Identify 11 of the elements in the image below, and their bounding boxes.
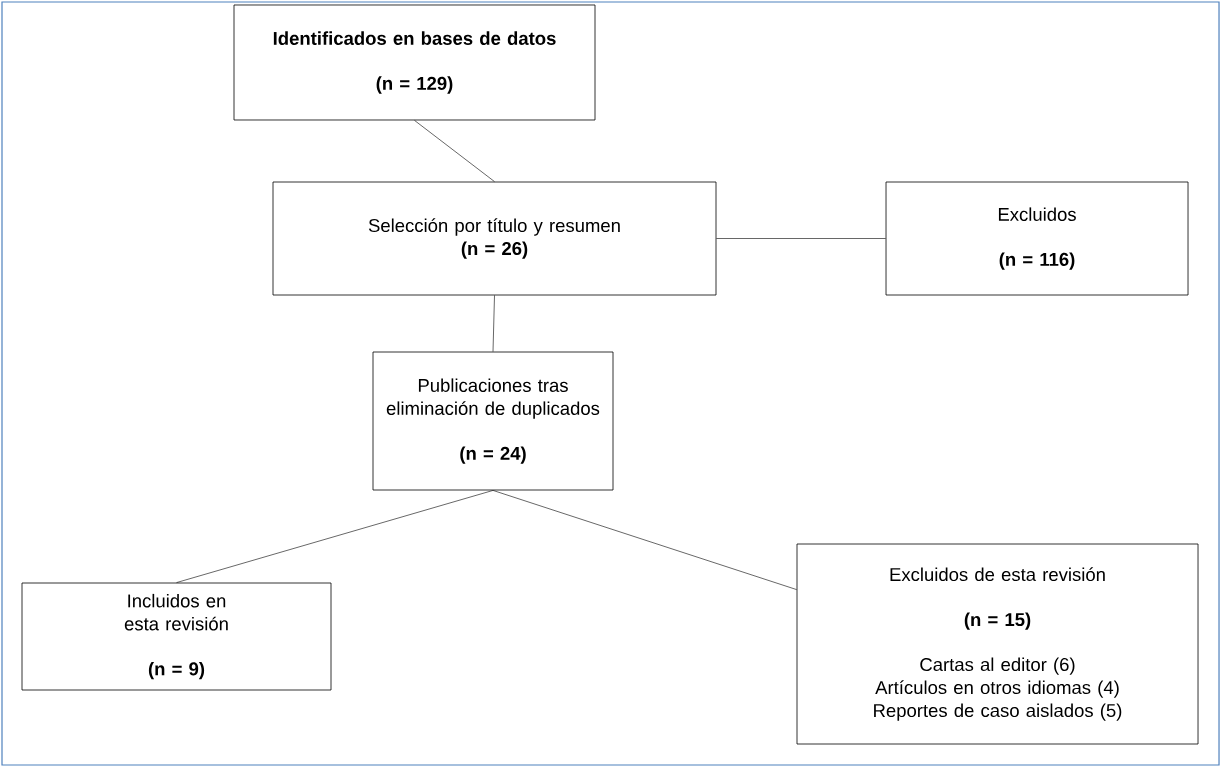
connector-line (492, 295, 495, 352)
flow-box: Identificados en bases de datos (n = 129) (233, 4, 596, 121)
flow-box: Selección por título y resumen (n = 26) (272, 181, 717, 296)
flow-box: Excluidos de esta revisión (n = 15) Cartas al editor (6) Artículos en otros idiomas (4) Reportes de caso aislados (5) (796, 543, 1199, 745)
flow-box: Publicaciones tras eliminación de duplicados (n = 24) (372, 351, 614, 491)
connector-line (176, 490, 494, 583)
connector-line (492, 490, 797, 590)
connector-line (716, 238, 886, 239)
flow-box: Incluidos en esta revisión (n = 9) (21, 582, 332, 691)
connector-line (414, 120, 495, 182)
flow-box: Excluidos (n = 116) (885, 181, 1189, 296)
